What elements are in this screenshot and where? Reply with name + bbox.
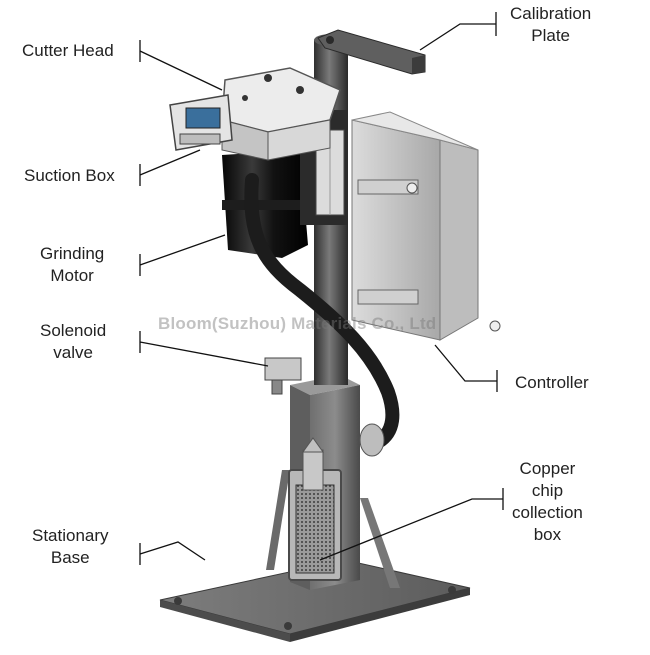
label-grinding-motor: Grinding Motor bbox=[40, 243, 104, 287]
label-grinding-motor-line2: Motor bbox=[50, 266, 94, 285]
watermark: Bloom(Suzhou) Materials Co., Ltd bbox=[158, 314, 437, 333]
label-suction-box: Suction Box bbox=[24, 165, 115, 187]
label-solenoid-valve-line1: Solenoid bbox=[40, 321, 107, 340]
label-copper-chip-box-line2: chip bbox=[531, 481, 564, 500]
label-copper-chip-box-line1: Copper bbox=[519, 459, 576, 478]
label-calibration-plate-line1: Calibration bbox=[510, 4, 592, 23]
leader-grinding-motor bbox=[139, 234, 226, 276]
leader-stationary-base bbox=[139, 541, 206, 565]
suction-box bbox=[169, 94, 233, 151]
label-grinding-motor-line1: Grinding bbox=[40, 244, 105, 263]
label-suction-box-text: Suction Box bbox=[24, 166, 115, 185]
label-controller-text: Controller bbox=[515, 373, 589, 392]
hose-outlet bbox=[359, 423, 385, 457]
label-copper-chip-box: Copper chip collection box bbox=[512, 458, 583, 546]
cutter-head bbox=[221, 67, 341, 161]
label-stationary-base: Stationary Base bbox=[32, 525, 109, 569]
leader-suction-box bbox=[139, 149, 201, 186]
calibration-plate bbox=[317, 29, 426, 75]
leader-copper-chip-box bbox=[319, 488, 504, 561]
suction-hose bbox=[244, 173, 400, 449]
label-solenoid-valve: Solenoid valve bbox=[40, 320, 106, 364]
label-calibration-plate-line2: Plate bbox=[531, 26, 570, 45]
label-copper-chip-box-line3: collection bbox=[512, 503, 583, 522]
leader-cutter-head bbox=[139, 40, 223, 91]
controller-box bbox=[351, 111, 501, 341]
label-calibration-plate: Calibration Plate bbox=[510, 3, 591, 47]
grinding-motor-assembly bbox=[222, 110, 348, 258]
label-stationary-base-line2: Base bbox=[50, 548, 90, 567]
label-solenoid-valve-line2: valve bbox=[53, 343, 93, 362]
label-controller: Controller bbox=[515, 372, 589, 394]
leader-solenoid-valve bbox=[139, 331, 269, 367]
label-cutter-head: Cutter Head bbox=[22, 40, 114, 62]
label-copper-chip-box-line4: box bbox=[533, 525, 562, 544]
leader-controller bbox=[434, 344, 498, 392]
base-struts bbox=[266, 470, 400, 588]
solenoid-valve bbox=[264, 357, 302, 395]
label-stationary-base-line1: Stationary bbox=[32, 526, 109, 545]
leader-lines bbox=[139, 12, 504, 565]
copper-chip-collection-box bbox=[288, 437, 342, 581]
leader-calibration-plate bbox=[419, 12, 497, 51]
label-cutter-head-text: Cutter Head bbox=[22, 41, 114, 60]
